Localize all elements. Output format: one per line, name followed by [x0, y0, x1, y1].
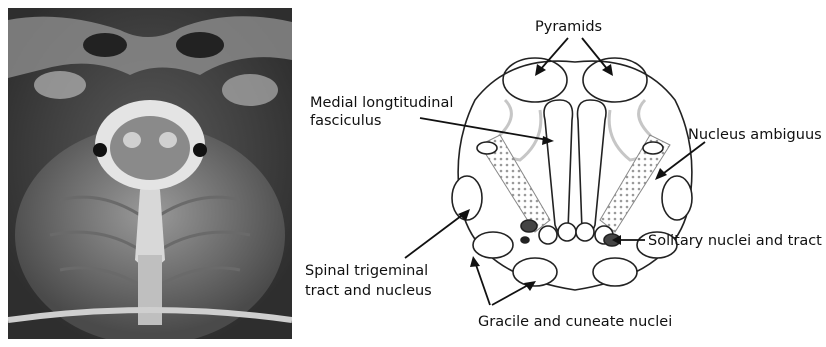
spinal-nucleus-right [662, 176, 692, 220]
label-mlf-line2: fasciculus [310, 112, 381, 130]
label-nucleus-ambiguus: Nucleus ambiguus [688, 126, 822, 144]
pyramid-right [583, 58, 647, 102]
mri-image [8, 8, 292, 345]
label-spinal-line1: Spinal trigeminal [305, 262, 428, 280]
label-gracile-cuneate: Gracile and cuneate nuclei [478, 313, 672, 331]
pyramid-left [503, 58, 567, 102]
mlf-left [544, 100, 573, 234]
label-mlf-line1: Medial longtitudinal [310, 94, 453, 112]
label-solitary-nuclei: Solitary nuclei and tract [648, 232, 822, 250]
mlf-right [578, 100, 607, 234]
label-spinal-line2: tract and nucleus [305, 282, 432, 300]
medulla-diagram [405, 38, 705, 305]
label-pyramids: Pyramids [535, 18, 602, 36]
cuneate-right [593, 258, 637, 286]
gracile-left [473, 232, 513, 258]
